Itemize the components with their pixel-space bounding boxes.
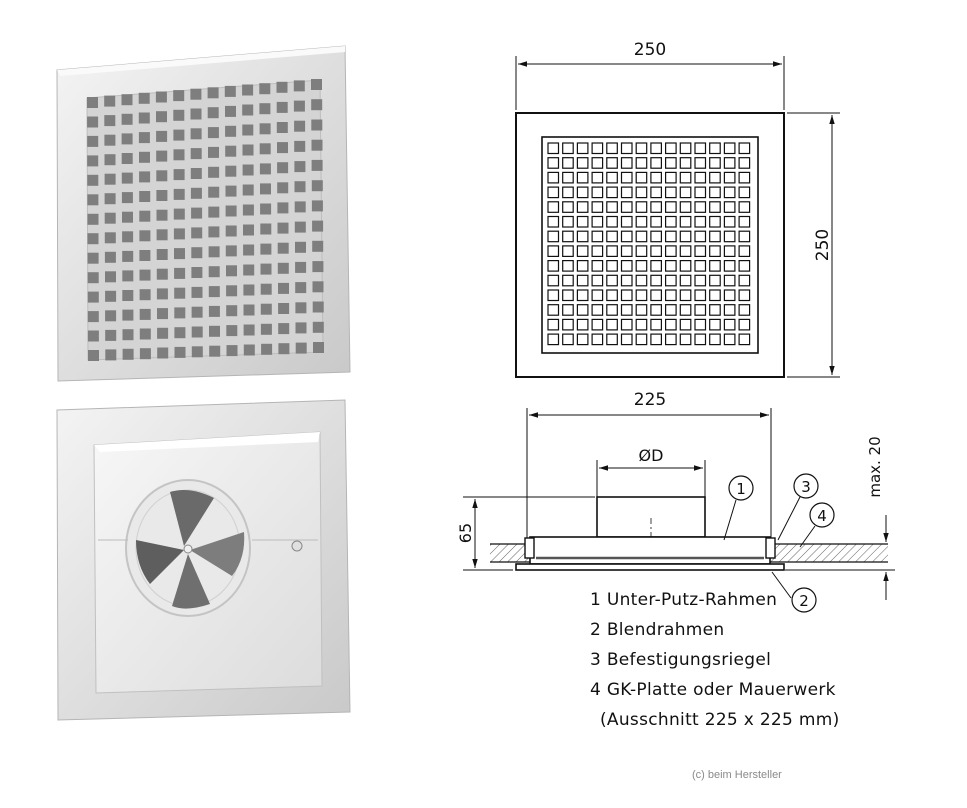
damper-blade bbox=[170, 490, 214, 546]
damper-blade bbox=[190, 532, 245, 576]
depth-dimension-label: 65 bbox=[456, 523, 475, 543]
width-dimension-label: 250 bbox=[634, 40, 666, 60]
max-dimension-label: max. 20 bbox=[866, 436, 884, 497]
latch-pin bbox=[291, 540, 303, 552]
damper-blade bbox=[172, 554, 210, 609]
legend-note: (Ausschnitt 225 x 225 mm) bbox=[600, 710, 840, 730]
callout-1: 1 bbox=[736, 480, 746, 498]
legend-item: 1 Unter-Putz-Rahmen bbox=[590, 590, 778, 610]
damper-photo bbox=[56, 399, 351, 721]
grille-photo bbox=[56, 45, 351, 382]
damper-blade bbox=[136, 540, 184, 584]
parts-legend: 1 Unter-Putz-Rahmen 2 Blendrahmen 3 Befe… bbox=[590, 585, 840, 735]
legend-item: 4 GK-Platte oder Mauerwerk bbox=[590, 680, 836, 700]
callout-4: 4 bbox=[817, 507, 827, 525]
diameter-label: ØD bbox=[639, 446, 664, 465]
copyright-credit: (c) beim Hersteller bbox=[692, 769, 782, 781]
legend-item: 3 Befestigungsriegel bbox=[590, 650, 772, 670]
callout-2: 2 bbox=[799, 592, 809, 610]
section-drawing bbox=[463, 408, 895, 613]
callout-3: 3 bbox=[801, 478, 811, 496]
height-dimension-label: 250 bbox=[813, 229, 833, 261]
inner-dimension-label: 225 bbox=[634, 390, 666, 410]
legend-item: 2 Blendrahmen bbox=[590, 620, 725, 640]
front-view-drawing bbox=[515, 56, 840, 378]
grille-squares bbox=[87, 79, 324, 361]
